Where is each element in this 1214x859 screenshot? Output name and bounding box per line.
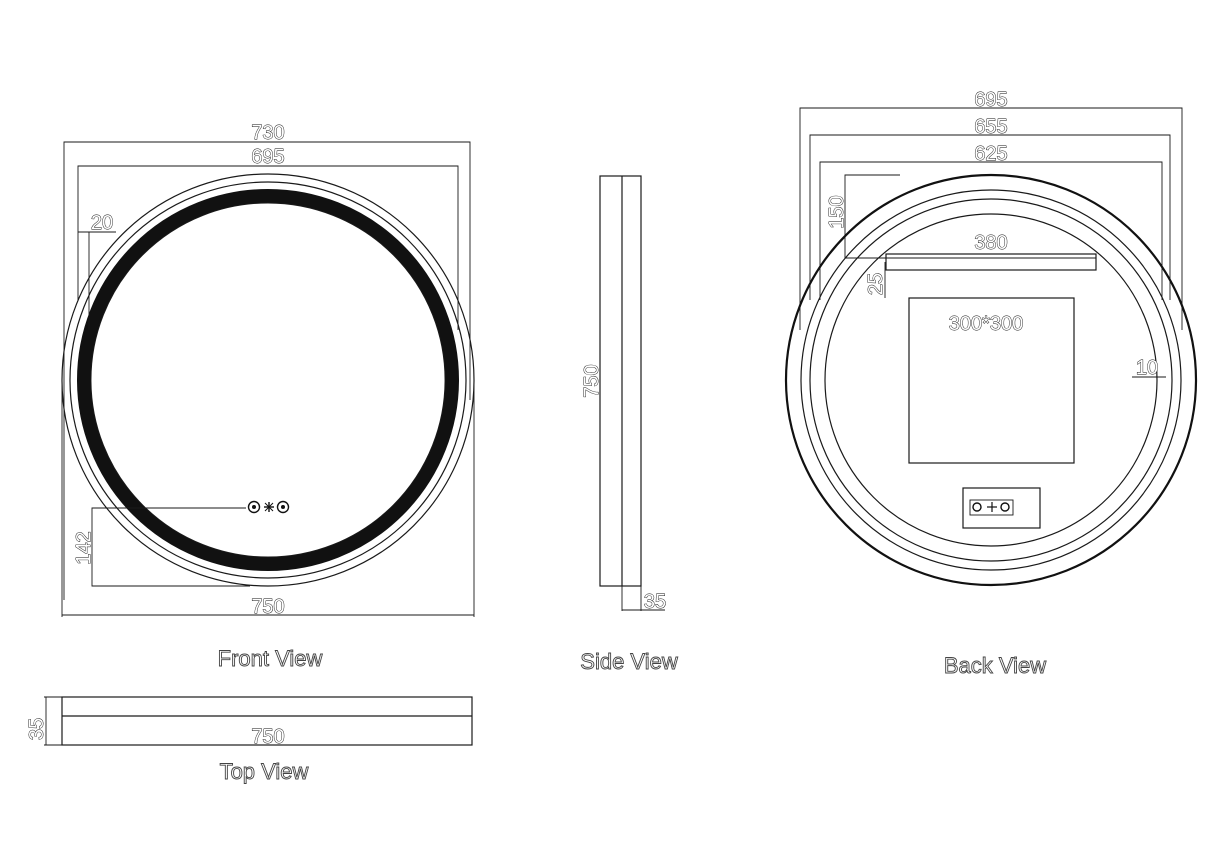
sun-icon[interactable]: [247, 500, 261, 514]
brightness-icon[interactable]: [264, 502, 274, 512]
dim-inner-width: 695: [251, 146, 284, 168]
dim-top-depth: 35: [26, 718, 48, 740]
dim-total-width: 750: [251, 596, 284, 618]
side-body: [599, 175, 642, 587]
dim-bracket-gap: 25: [865, 273, 887, 295]
front-outer-ring: [61, 173, 475, 587]
top-body: [61, 696, 473, 746]
dim-back-655: 655: [974, 116, 1007, 138]
back-frame-625: [819, 161, 1163, 300]
front-view-caption: Front View: [218, 646, 323, 671]
front-view: 730 695 20 142 750 Front View: [61, 122, 475, 671]
gear-icon-core: [281, 505, 285, 509]
back-ring-4: [824, 213, 1158, 547]
sun-icon-core: [252, 505, 256, 509]
dim-side-depth: 35: [644, 591, 666, 613]
top-view: 35 750 Top View: [26, 696, 473, 784]
front-inner-frame: [77, 165, 459, 330]
switch-box: [962, 487, 1041, 529]
switch-panel: [969, 499, 1014, 516]
touch-height-bracket: [91, 507, 250, 587]
back-ring-3: [809, 198, 1173, 562]
dim-side-height: 750: [581, 364, 603, 397]
gear-icon[interactable]: [276, 500, 290, 514]
dim-edge: 10: [1136, 357, 1158, 379]
back-view: 695 655 625 150 380 25 300*300 10 Back V…: [784, 89, 1198, 678]
dim-outer-width: 730: [251, 122, 284, 144]
back-frame-655: [809, 134, 1171, 300]
dim-bracket-drop: 150: [826, 195, 848, 228]
side-view-caption: Side View: [580, 649, 678, 674]
back-view-caption: Back View: [944, 653, 1046, 678]
led-ring: [77, 189, 459, 571]
back-ring-2: [800, 189, 1182, 571]
dim-back-695: 695: [974, 89, 1007, 111]
mirror-glass: [90, 202, 446, 558]
back-frame-695: [799, 107, 1183, 330]
back-gear-icon: [1000, 502, 1010, 512]
front-outer-frame: [63, 141, 471, 600]
dim-ring-offset: 20: [91, 212, 113, 234]
dim-top-width: 750: [251, 726, 284, 748]
touch-sensor[interactable]: [247, 500, 290, 514]
top-view-caption: Top View: [220, 759, 309, 784]
dim-touch-height: 142: [73, 531, 95, 564]
dim-bracket-width: 380: [974, 232, 1007, 254]
dim-back-625: 625: [974, 143, 1007, 165]
driver-box: [908, 297, 1075, 464]
front-second-ring: [69, 181, 467, 579]
back-sun-icon: [972, 502, 982, 512]
hanging-bracket: [885, 253, 1097, 271]
bracket-drop-frame: [844, 174, 900, 258]
back-outer-ring: [784, 173, 1198, 587]
dim-box-size: 300*300: [949, 313, 1024, 335]
side-view: 750 35 Side View: [580, 175, 678, 674]
